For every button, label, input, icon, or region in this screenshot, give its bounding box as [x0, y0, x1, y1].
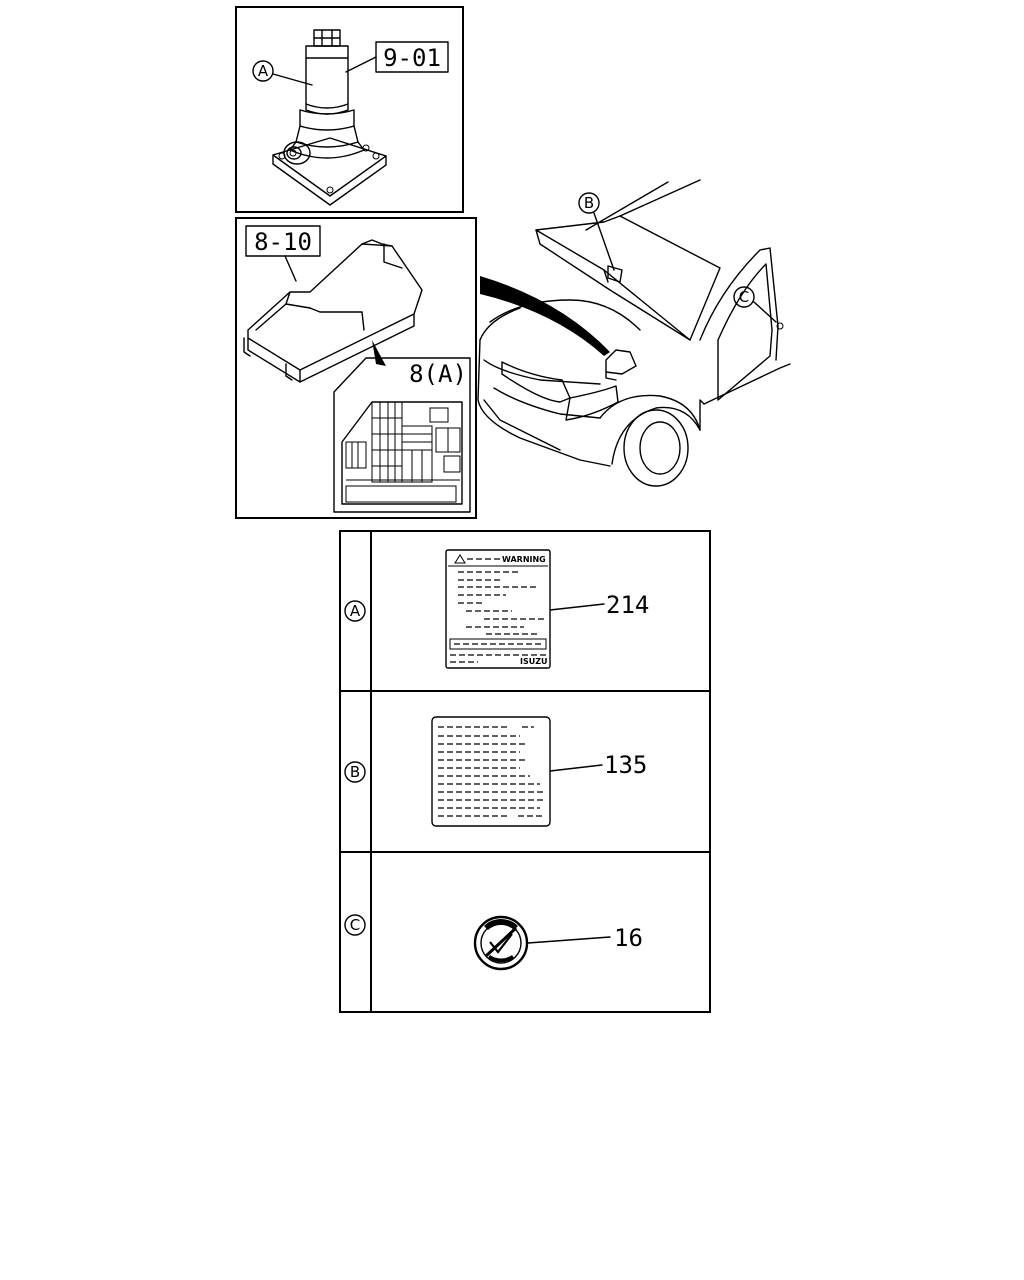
fuse-cover-drawing	[243, 239, 423, 383]
marker-a-text: A	[258, 62, 269, 80]
fuse-label-text: 8(A)	[409, 360, 467, 388]
jack-drawing	[272, 29, 387, 206]
jack-panel-frame	[235, 6, 464, 213]
jack-panel: A 9-01	[235, 6, 464, 213]
callout-214-text: 214	[606, 591, 649, 619]
pointer-wedge	[480, 276, 610, 356]
table-row-c: C 16	[344, 914, 643, 971]
marker-b-text: B	[584, 194, 594, 212]
callout-135-text: 135	[604, 751, 647, 779]
pointer-arrow	[372, 340, 386, 366]
info-label	[431, 716, 551, 827]
vehicle-drawing	[477, 179, 791, 487]
fuse-cover-panel: 8-10 8(A)	[235, 217, 477, 519]
callout-jack: 9-01	[345, 41, 449, 73]
warning-label: WARNING ISUZU	[445, 549, 551, 669]
seat-label	[473, 915, 529, 971]
fuse-cover-panel-frame	[235, 217, 477, 519]
fuse-grid	[345, 401, 461, 503]
fuse-box-inset: 8(A)	[333, 357, 471, 513]
table-row-b: B 135	[344, 716, 647, 827]
marker-c-text: C	[739, 288, 749, 306]
row-c-marker-text: C	[350, 916, 360, 934]
callout-16-text: 16	[614, 924, 643, 952]
marker-a: A	[252, 60, 313, 86]
warning-label-heading: WARNING	[502, 555, 546, 564]
callout-cover: 8-10	[245, 225, 321, 282]
warning-label-brand: ISUZU	[520, 657, 548, 666]
row-a-marker-text: A	[350, 602, 361, 620]
label-table-frame	[339, 530, 711, 1013]
callout-jack-text: 9-01	[383, 44, 441, 72]
row-b-marker-text: B	[350, 763, 360, 781]
callout-cover-text: 8-10	[254, 228, 312, 256]
marker-b: B	[578, 192, 623, 283]
table-row-a: A WARNING ISUZU	[344, 549, 649, 669]
label-table: A WARNING ISUZU	[339, 530, 711, 1013]
marker-c: C	[733, 286, 777, 323]
